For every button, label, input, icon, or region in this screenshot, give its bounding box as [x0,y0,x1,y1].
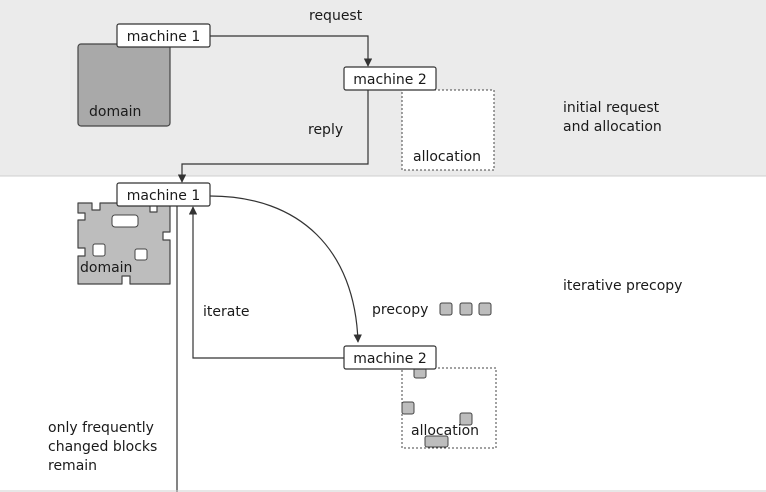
top-allocation-label: allocation [413,149,481,165]
request-label: request [309,8,363,24]
top-machine-1-label: machine 1 [127,29,201,45]
allocated-block [424,435,449,448]
bottom-machine-2-label: machine 2 [353,351,427,367]
precopy-block [478,302,492,316]
bottom-caption: iterative precopy [563,278,682,294]
top-caption-line-1: initial request [563,100,660,116]
precopy-block [439,302,453,316]
iterate-arrow [188,206,344,359]
bottom-machine-1-box: machine 1 [116,182,211,207]
top-machine-2-label: machine 2 [353,72,427,88]
note-line-3: remain [48,458,97,474]
request-arrow [210,35,373,67]
note-line-2: changed blocks [48,439,157,455]
precopy-block [459,302,473,316]
precopy-label: precopy [372,302,428,318]
precopy-arrow [209,195,362,343]
domain-hole [111,214,139,228]
top-machine-1-box: machine 1 [116,23,211,48]
top-caption-line-2: and allocation [563,119,662,135]
domain-hole [92,243,106,257]
bottom-machine-1-label: machine 1 [127,188,201,204]
top-machine-2-box: machine 2 [343,66,437,91]
bottom-allocation-label: allocation [411,423,479,439]
allocated-block [401,401,415,415]
bottom-machine-2-box: machine 2 [343,345,437,370]
top-domain-label: domain [89,104,141,120]
domain-hole [134,248,148,261]
allocated-block [459,412,473,426]
note-line-1: only frequently [48,420,154,436]
reply-arrow [177,90,369,183]
bottom-domain-label: domain [80,260,132,276]
top-allocation-area [401,89,495,171]
reply-label: reply [308,122,343,138]
iterate-label: iterate [203,304,249,320]
